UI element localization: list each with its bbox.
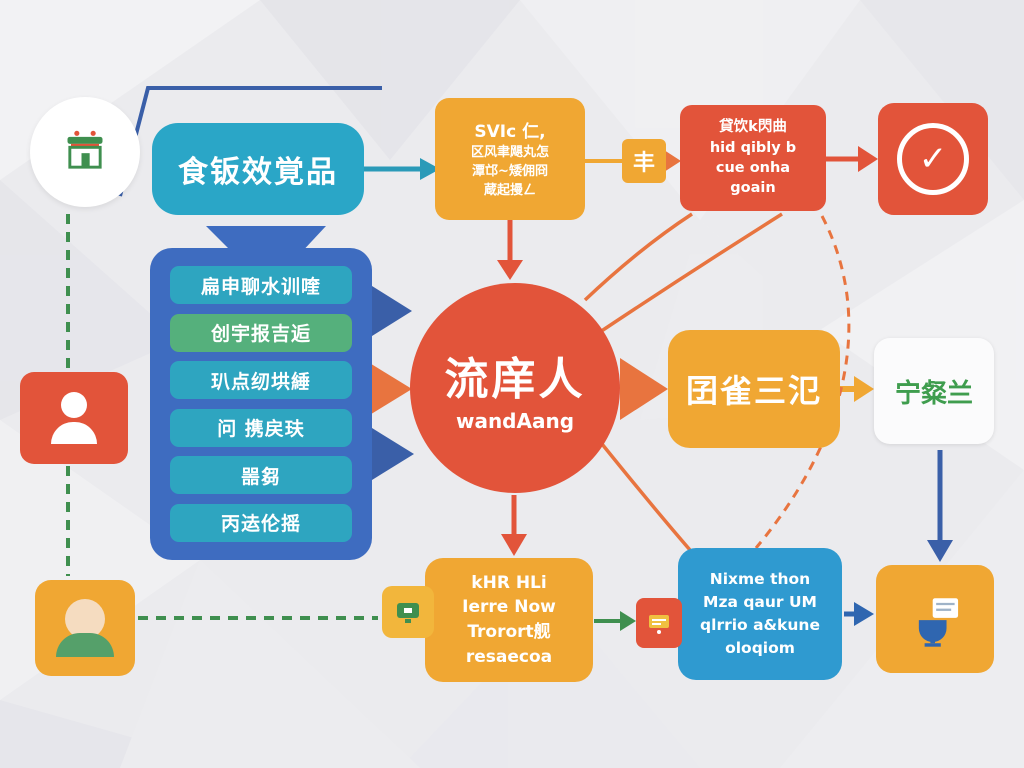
teal-label: 食钣效覚品 xyxy=(178,155,338,190)
svic-line: 潭邙~矮佣冏 xyxy=(472,164,548,180)
blue-bottom-line: oloqiom xyxy=(725,639,795,658)
award-icon xyxy=(918,598,959,647)
list-item: 问 携戻玞 xyxy=(170,408,352,447)
red-top-box: 貸饮k閃曲 hid qibly b cue onha goain xyxy=(680,105,826,211)
list-item: 创宇报吉逅 xyxy=(170,313,352,352)
connector-badge: 丰 xyxy=(622,139,666,183)
person-node xyxy=(20,372,128,464)
teal-arrow xyxy=(364,158,440,180)
yellow-bottom-line: resaecoa xyxy=(465,646,553,667)
svic-line: SVIc 仁, xyxy=(474,122,546,143)
yellow-bottom-line: kHR HLi xyxy=(471,572,547,593)
svic-line: 蔵起摱ㄥ xyxy=(483,182,536,198)
blue-list-panel: 扁申聊水训喹 创宇报吉逅 玐点纫垬綞 问 携戻玞 噐芻 丙迲伦摇 xyxy=(150,248,372,560)
blue-arrow-to-award xyxy=(844,602,874,626)
red-top-line: 貸饮k閃曲 xyxy=(719,119,787,136)
check-glyph: ✓ xyxy=(918,139,948,179)
yellow-bottom-line: Ierre Now xyxy=(462,597,556,618)
yellow-right-box: 囝雀三氾 xyxy=(668,330,840,448)
blue-arrow-down-right xyxy=(927,450,953,562)
baby-icon xyxy=(56,599,114,657)
red-top-line: cue onha xyxy=(715,160,791,176)
white-right-label: 宁粲兰 xyxy=(894,378,973,409)
baby-node xyxy=(35,580,135,676)
red-arrow-to-check xyxy=(826,146,878,172)
red-arrow-svic-down xyxy=(497,220,523,280)
yellow-arrow-to-white xyxy=(840,376,874,402)
green-arrow-to-red-chip xyxy=(594,611,636,631)
check-icon: ✓ xyxy=(897,123,969,195)
yellow-bottom-line: Trorort舰 xyxy=(467,622,551,642)
storefront-icon xyxy=(67,130,103,169)
svic-box: SVIc 仁, 区风聿飓丸怎 潭邙~矮佣冏 蔵起摱ㄥ xyxy=(435,98,585,220)
orange-arrow-into-circle xyxy=(368,362,412,416)
person-icon xyxy=(51,392,97,444)
blue-bottom-line: qlrrio a&kune xyxy=(700,616,820,634)
center-hub: 流庠人 wandAang xyxy=(410,283,620,493)
yellow-bottom-box: kHR HLi Ierre Now Trorort舰 resaecoa xyxy=(425,558,593,682)
award-node xyxy=(876,565,994,673)
device-node xyxy=(382,586,434,638)
blue-bottom-line: Nixme thon xyxy=(709,569,811,588)
red-top-line: hid qibly b xyxy=(709,139,797,156)
list-item: 扁申聊水训喹 xyxy=(170,266,352,304)
blue-triangle-bottom xyxy=(372,428,414,480)
receipt-icon xyxy=(649,615,669,634)
red-arrow-circle-down xyxy=(501,495,527,556)
blue-bottom-line: Mza qaur UM xyxy=(703,592,817,611)
list-item: 玐点纫垬綞 xyxy=(170,361,352,400)
storefront-node xyxy=(30,97,140,207)
teal-label-box: 食钣效覚品 xyxy=(152,123,364,215)
blue-bottom-box: Nixme thon Mza qaur UM qlrrio a&kune olo… xyxy=(678,548,842,680)
list-item: 噐芻 xyxy=(170,456,352,495)
device-icon xyxy=(397,603,419,623)
orange-arrow-circle-to-yellow xyxy=(620,358,668,420)
red-top-line: goain xyxy=(730,180,776,197)
blue-triangle-top xyxy=(372,286,412,336)
yellow-right-label: 囝雀三氾 xyxy=(685,372,822,410)
orange-curve-connectors xyxy=(583,212,851,552)
connector-icon: 丰 xyxy=(632,151,655,176)
hub-title: 流庠人 xyxy=(444,354,586,405)
receipt-node xyxy=(636,598,682,648)
hub-subtitle: wandAang xyxy=(455,409,575,433)
check-node: ✓ xyxy=(878,103,988,215)
list-item: 丙迲伦摇 xyxy=(170,503,352,542)
white-right-box: 宁粲兰 xyxy=(874,338,994,444)
svic-line: 区风聿飓丸怎 xyxy=(470,145,549,161)
